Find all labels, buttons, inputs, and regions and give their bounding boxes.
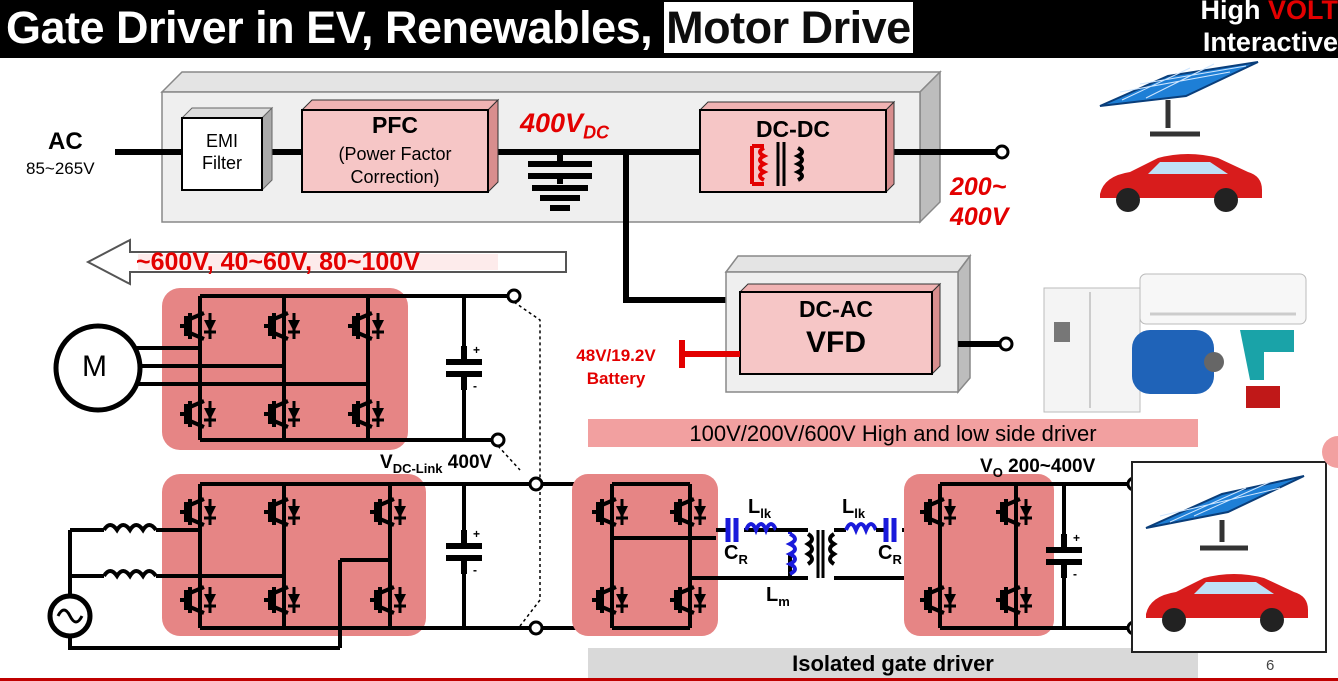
dcdc-label: DC-DC [700, 116, 886, 143]
high-low-side-driver-text: 100V/200V/600V High and low side driver [588, 421, 1198, 447]
emi-filter-label: EMIFilter [182, 130, 262, 174]
magnetizing-inductor-label: Lm [766, 584, 790, 609]
output-voltage: VO 200~400V [980, 456, 1095, 480]
rectifier-bridge [162, 474, 530, 648]
vfd-label: VFD [740, 326, 932, 360]
input-range-label: 85~265V [26, 159, 95, 179]
solar-panel-icon-top [1100, 62, 1258, 134]
leakage-inductor-label-2: Llk [842, 496, 865, 521]
leakage-inductor-label-1: Llk [748, 496, 771, 521]
dc-bus-voltage: 400VDC [520, 108, 609, 143]
dcdc-output-voltage: 200~400V [950, 172, 1008, 232]
llc-secondary-bridge [904, 474, 1140, 636]
output-load-box [1132, 462, 1326, 652]
dc-link-voltage: VDC-Link 400V [380, 452, 492, 476]
vfd-frame [726, 256, 970, 392]
isolated-gate-driver-text: Isolated gate driver [588, 651, 1198, 677]
page-number: 6 [1266, 657, 1274, 674]
dcac-label: DC-AC [740, 296, 932, 323]
input-ac-label: AC [48, 128, 83, 156]
llc-primary-bridge [542, 474, 720, 636]
resonant-cap-label-2: CR [878, 542, 902, 567]
pfc-description: (Power FactorCorrection) [302, 143, 488, 189]
motor-inverter [120, 288, 520, 450]
pfc-title: PFC [302, 112, 488, 139]
motor-label: M [82, 350, 107, 384]
car-icon-top [1100, 154, 1262, 212]
voltage-levels-text: ~600V, 40~60V, 80~100V [136, 248, 420, 277]
appliances-icon [1044, 274, 1306, 412]
resonant-cap-label-1: CR [724, 542, 748, 567]
battery-label: 48V/19.2VBattery [556, 344, 676, 390]
